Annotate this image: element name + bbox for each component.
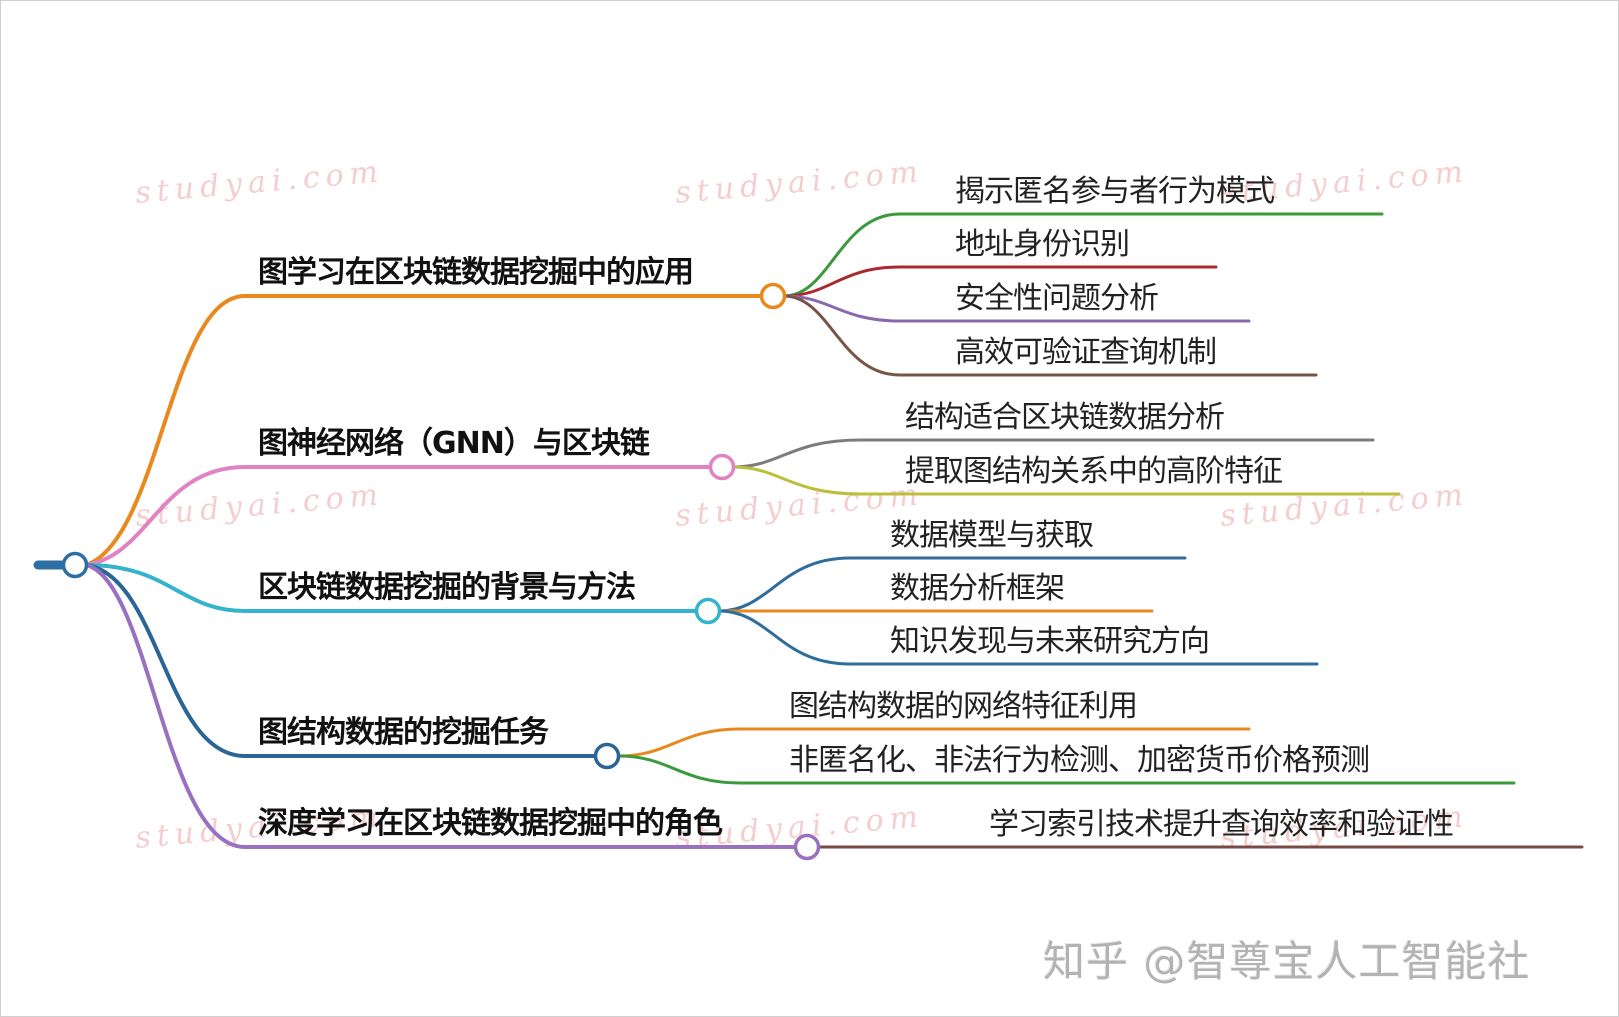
leaf-1-4-label[interactable]: 高效可验证查询机制 [955,335,1217,370]
root-node[interactable] [61,551,89,579]
branch-1-node[interactable] [759,282,787,310]
branch-5-label[interactable]: 深度学习在区块链数据挖掘中的角色 [258,806,723,841]
edge-leaf-2-1 [731,438,1375,469]
leaf-1-3-label[interactable]: 安全性问题分析 [955,281,1159,316]
edge-leaf-1-2 [782,265,1218,298]
edge-branch-3 [84,563,698,613]
branch-3-label[interactable]: 区块链数据挖掘的背景与方法 [258,570,636,605]
leaf-4-2-label[interactable]: 非匿名化、非法行为检测、加密货币价格预测 [789,743,1370,778]
leaf-1-1-label[interactable]: 揭示匿名参与者行为模式 [955,174,1275,209]
edge-leaf-4-1 [617,727,1251,758]
edge-branch-2 [84,465,712,567]
edge-leaf-1-1 [782,212,1384,298]
branch-5-node[interactable] [793,833,821,861]
branch-2-node[interactable] [708,453,736,481]
leaf-3-1-label[interactable]: 数据模型与获取 [890,518,1094,553]
leaf-4-1-label[interactable]: 图结构数据的网络特征利用 [789,689,1138,724]
edge-branch-4 [84,563,597,758]
edge-branch-5 [84,563,797,849]
branch-2-label[interactable]: 图神经网络（GNN）与区块链 [258,426,650,461]
edge-leaf-4-2 [617,754,1516,785]
edge-leaf-3-3 [717,609,1319,666]
branch-3-node[interactable] [694,597,722,625]
edge-leaf-1-4 [782,294,1318,377]
branch-4-node[interactable] [593,742,621,770]
edge-leaf-2-2 [731,465,1401,496]
leaf-3-3-label[interactable]: 知识发现与未来研究方向 [890,624,1210,659]
leaf-1-2-label[interactable]: 地址身份识别 [955,227,1130,262]
leaf-5-1-label[interactable]: 学习索引技术提升查询效率和验证性 [989,807,1454,842]
edge-branch-1 [84,294,764,567]
branch-1-label[interactable]: 图学习在区块链数据挖掘中的应用 [258,255,694,290]
edge-leaf-1-3 [782,294,1251,323]
leaf-2-1-label[interactable]: 结构适合区块链数据分析 [905,400,1225,435]
author-credit: 知乎 @智尊宝人工智能社 [1043,937,1531,986]
edge-leaf-3-1 [717,556,1187,613]
branch-4-label[interactable]: 图结构数据的挖掘任务 [258,715,549,750]
leaf-2-2-label[interactable]: 提取图结构关系中的高阶特征 [905,454,1283,489]
leaf-3-2-label[interactable]: 数据分析框架 [890,571,1065,606]
